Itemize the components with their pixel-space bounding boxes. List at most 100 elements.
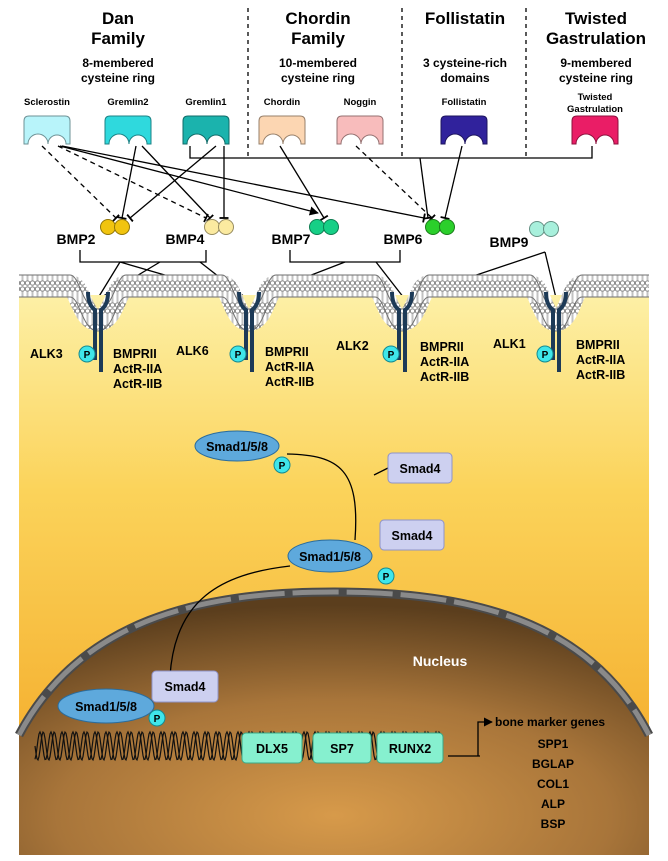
receptor-type1-chain [390, 291, 401, 360]
sclerostin-to-bmp7 [59, 145, 319, 216]
bmp-label-bmp7: BMP7 [272, 231, 311, 247]
bmp-label-bmp4: BMP4 [166, 231, 205, 247]
tf-runx2 [376, 732, 444, 764]
nucleus-label: Nucleus [413, 653, 468, 669]
type2-label-1c: ActR-IIB [113, 377, 162, 391]
antagonist-label-twisted-2: Gastrulation [567, 104, 623, 115]
gene-bsp: BSP [541, 817, 566, 831]
family-headers: Dan Family 8-membered cysteine ring Chor… [81, 9, 646, 85]
bmp-bmp2-monomer-1 [100, 219, 116, 235]
antagonist-label-gremlin1: Gremlin1 [185, 97, 227, 108]
receptor-phospho [78, 345, 96, 363]
receptor-type2-chain [403, 291, 414, 372]
gremlin2-to-bmp4 [141, 145, 214, 222]
gene-alp: ALP [541, 797, 565, 811]
phospho-3 [148, 709, 166, 727]
receptor-type1-chain [237, 291, 248, 360]
smad-proteins: Smad1/5/8 P Smad4 Smad4 Smad1/5/8 P Smad… [151, 430, 453, 703]
family-ring-follistatin-2: domains [440, 71, 490, 85]
bmp-bmp4-monomer-1 [204, 219, 220, 235]
smad158-nuclear: Smad1/5/8 P [57, 688, 166, 727]
bmp-bmp9-monomer-2 [543, 221, 559, 237]
family-name-chordin-2: Family [291, 29, 345, 48]
phospho-2 [377, 567, 395, 585]
bmp-labels: BMP2 BMP4 BMP7 BMP6 BMP9 [57, 231, 529, 250]
antagonist-twisted-shape [571, 115, 619, 145]
tf-dlx5-label: DLX5 [256, 742, 288, 756]
smad158-3-label: Smad1/5/8 [75, 700, 137, 714]
alk-label-alk1: ALK1 [493, 337, 526, 351]
receptor-labels: ALK3 BMPRII ActR-IIA ActR-IIB ALK6 BMPRI… [30, 337, 625, 391]
family-ring-follistatin: 3 cysteine-rich [423, 56, 507, 70]
bmp2-bmp4-bracket [79, 250, 207, 263]
bmp-bmp7-monomer-1 [309, 219, 325, 235]
antagonist-gremlin1-shape [182, 115, 230, 145]
type2-label-4c: ActR-IIB [576, 368, 625, 382]
alk-label-alk6: ALK6 [176, 344, 209, 358]
bmp-label-bmp2: BMP2 [57, 231, 96, 247]
gene-bglap: BGLAP [532, 757, 574, 771]
type2-label-4b: ActR-IIA [576, 353, 625, 367]
family-name-twisted: Twisted [565, 9, 627, 28]
gene-arrow [477, 717, 493, 756]
tf-sp7-label: SP7 [330, 742, 354, 756]
bmp-bmp6-monomer-2 [439, 219, 455, 235]
smad158-path-1 [286, 453, 357, 541]
inhibition-lines [41, 145, 593, 223]
smad4-1-label: Smad4 [400, 462, 441, 476]
family-separators [247, 8, 527, 158]
antagonist-label-chordin: Chordin [264, 97, 301, 108]
phospho-3-label: P [154, 714, 161, 725]
antagonist-label-noggin: Noggin [344, 97, 377, 108]
nucleus-body [19, 592, 649, 855]
bmp-bmp4-monomer-2 [218, 219, 234, 235]
bmp-bmp6-monomer-1 [425, 219, 441, 235]
receptor-type1-chain [86, 291, 97, 360]
smad4-3-label: Smad4 [165, 680, 206, 694]
type2-label-3a: BMPRII [420, 340, 464, 354]
smad4-link [373, 467, 389, 476]
smad4-2-label: Smad4 [392, 529, 433, 543]
receptor-phospho [229, 345, 247, 363]
sclerostin-to-bmp2 [41, 145, 120, 222]
type2-label-3b: ActR-IIA [420, 355, 469, 369]
dna-strand-1 [34, 730, 441, 762]
gene-spp1: SPP1 [538, 737, 569, 751]
tf-sp7 [312, 732, 372, 764]
tf-dlx5 [241, 732, 303, 764]
membrane-inner-edge [19, 296, 649, 332]
receptor-type2-chain [250, 291, 261, 372]
receptor-phospho-label: P [542, 350, 549, 361]
bmp-bmp9-monomer-1 [529, 221, 545, 237]
receptor-phospho-label: P [84, 350, 91, 361]
type2-label-2c: ActR-IIB [265, 375, 314, 389]
receptor-alk2: P [382, 291, 414, 372]
family-name-chordin: Chordin [285, 9, 350, 28]
smad4-1 [387, 452, 453, 484]
transcription-factors: DLX5 SP7 RUNX2 [241, 732, 444, 764]
receptor-type2-chain [99, 291, 110, 372]
antagonist-follistatin-shape [440, 115, 488, 145]
nucleus: Nucleus [15, 587, 654, 855]
nuclear-pores [16, 589, 652, 737]
gremlin2-to-bmp2 [117, 145, 137, 220]
receptor-alk6: P [229, 291, 261, 372]
dna-strand-2 [34, 730, 441, 761]
receptor-type1-chain [544, 291, 555, 360]
phospho-2-label: P [383, 572, 390, 583]
bmp6-to-alk2 [375, 261, 405, 299]
twisted-bracket [189, 146, 593, 159]
sclerostin-to-bmp4 [57, 145, 209, 223]
type2-label-1b: ActR-IIA [113, 362, 162, 376]
smad158-path-2 [169, 565, 291, 677]
family-ring-chordin: 10-membered [279, 56, 357, 70]
smad158-2-label: Smad1/5/8 [299, 550, 361, 564]
family-ring-twisted: 9-membered [560, 56, 631, 70]
family-name-twisted-2: Gastrulation [546, 29, 646, 48]
tf-runx2-label: RUNX2 [389, 742, 431, 756]
membrane-bilayer [19, 275, 649, 332]
bmp-label-bmp6: BMP6 [384, 231, 423, 247]
bmp9-to-alk1 [544, 251, 557, 299]
